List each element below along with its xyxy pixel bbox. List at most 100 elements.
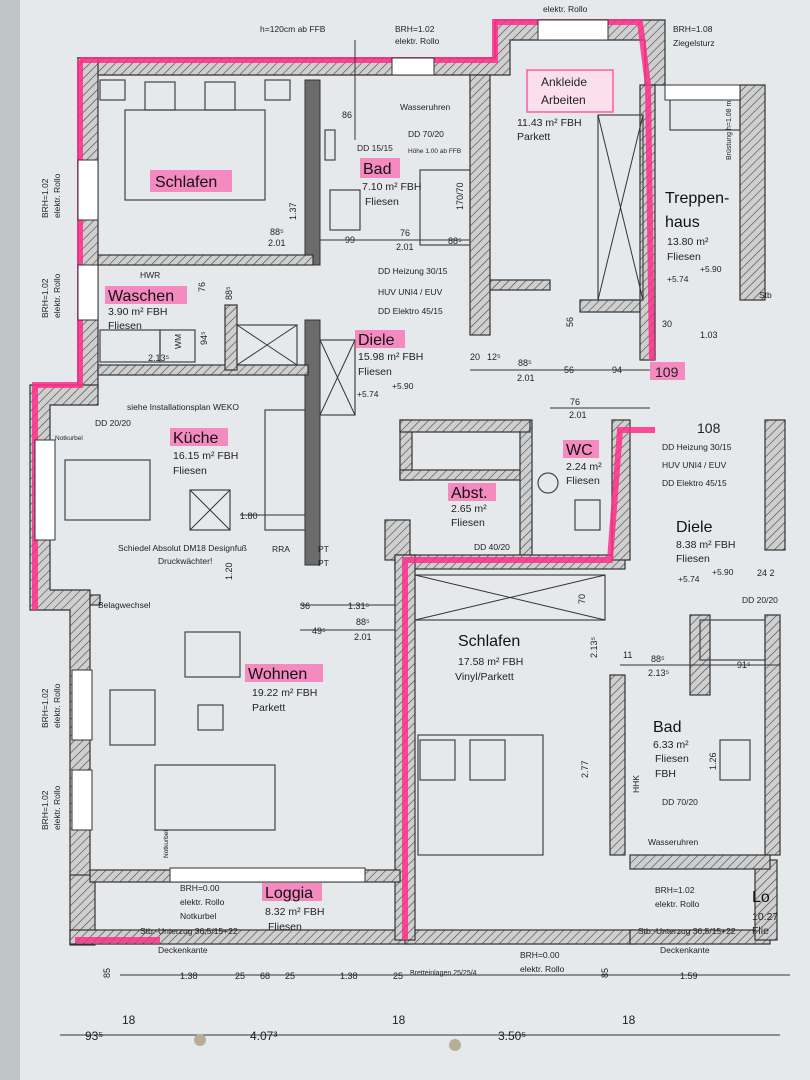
room-abst-area: 2.65 m² [451, 503, 487, 515]
room-loggia-name: Loggia [265, 885, 313, 902]
note-notkurbel-top: Notkurbel [55, 435, 83, 442]
room-schlafen-bottom-area: 17.58 m² FBH [458, 656, 523, 668]
dimension-labels: 86 88⁵ 2.01 99 76 2.01 88⁵ 170/70 1.37 7… [85, 110, 775, 1043]
dim-76-b: 76 [197, 282, 207, 292]
marker-108: 108 [697, 420, 721, 436]
dim-885-d: 88⁵ [518, 358, 532, 368]
note-dd7020-bottom: DD 70/20 [662, 797, 698, 807]
room-bad-bottom-floor: Fliesen [655, 753, 689, 765]
note-elektr-rollo-right: elektr. Rollo [655, 899, 700, 909]
note-notkurbel-loggia: Notkurbel [180, 911, 216, 921]
dim-11: 11 [623, 650, 632, 660]
dim-18-b: 18 [392, 1013, 406, 1027]
room-wc-area: 2.24 m² [566, 461, 602, 473]
note-druckwaechter: Druckwächter! [158, 556, 212, 566]
dim-76: 76 [400, 228, 410, 238]
note-wm: WM [173, 334, 183, 349]
dim-30: 30 [662, 319, 672, 329]
diele-right-level-2: +5.90 [712, 567, 734, 577]
room-wc-name: WC [566, 442, 593, 459]
dim-885-e: 88⁵ [356, 617, 370, 627]
note-dd4020: DD 40/20 [474, 542, 510, 552]
note-dd-elektro-right: DD Elektro 45/15 [662, 478, 727, 488]
dim-94: 94 [612, 365, 622, 375]
punch-hole-2 [449, 1039, 461, 1051]
dim-68: 68 [260, 971, 270, 981]
room-kueche-name: Küche [173, 430, 218, 447]
room-bad-bottom-name: Bad [653, 719, 681, 736]
room-kueche-floor: Fliesen [173, 465, 207, 477]
dim-138-a: 1.38 [180, 971, 198, 981]
note-brh-left-4: BRH=1.02 [40, 790, 50, 830]
note-dd-elektro: DD Elektro 45/15 [378, 306, 443, 316]
room-ankleide-floor: Parkett [517, 131, 550, 143]
room-wc-floor: Fliesen [566, 475, 600, 487]
room-diele-right-name: Diele [676, 519, 713, 536]
dim-137: 1.37 [288, 202, 298, 220]
note-brh000: BRH=0.00 [180, 883, 220, 893]
room-waschen-name: Waschen [108, 288, 174, 305]
note-hhk: HHK [631, 775, 641, 793]
bed-top [124, 109, 266, 201]
dim-201-a: 2.01 [268, 238, 286, 248]
dim-201-c: 2.01 [517, 373, 535, 383]
dim-2135-a: 2.13⁵ [148, 353, 170, 363]
dim-120: 1.20 [224, 562, 234, 580]
note-ziegelsturz: Ziegelsturz [673, 38, 715, 48]
room-schlafen-top-name: Schlafen [155, 174, 217, 191]
room-treppenhaus-name-2: haus [665, 214, 700, 231]
room-ankleide-name-1: Ankleide [541, 75, 587, 89]
room-treppenhaus-name-1: Treppen- [665, 190, 729, 207]
dim-103: 1.03 [700, 330, 718, 340]
room-loggia-floor: Fliesen [268, 921, 302, 933]
dim-4073: 4.07³ [250, 1029, 277, 1043]
treppenhaus-level-2: +5.90 [700, 264, 722, 274]
note-huv-right: HUV UNI4 / EUV [662, 460, 727, 470]
room-wohnen-name: Wohnen [248, 666, 307, 683]
room-schlafen-bottom-name: Schlafen [458, 633, 520, 650]
dim-495: 49⁵ [312, 626, 326, 636]
windows [34, 19, 741, 883]
dim-25-a: 25 [235, 971, 245, 981]
dim-277: 2.77 [580, 760, 590, 778]
note-dd1515: DD 15/15 [357, 143, 393, 153]
room-treppenhaus-area: 13.80 m² [667, 236, 709, 248]
room-schlafen-bottom-floor: Vinyl/Parkett [455, 671, 514, 683]
dim-3505: 3.50⁵ [498, 1029, 526, 1043]
note-pt-2: PT [318, 558, 329, 568]
note-stb: Stb [759, 290, 772, 300]
note-top-rollo: elektr. Rollo [543, 4, 588, 14]
note-wasseruhren-bottom: Wasseruhren [648, 837, 699, 847]
marker-109: 109 [655, 364, 679, 380]
note-dd2020: DD 20/20 [95, 418, 131, 428]
dim-885-b: 88⁵ [448, 236, 462, 246]
room-ankleide-name-2: Arbeiten [541, 93, 586, 107]
notes: elektr. Rollo BRH=1.02 elektr. Rollo h=1… [40, 4, 778, 977]
dim-885-c: 88⁵ [224, 286, 234, 300]
dimension-lines [60, 40, 790, 1036]
room-bad-top-area: 7.10 m² FBH [362, 181, 422, 193]
note-stb-unterzug-right: Stb.-Unterzug 36,5/15+22 [638, 926, 736, 936]
dim-24-2: 24 2 [757, 568, 775, 578]
note-elektr-rollo: elektr. Rollo [395, 36, 440, 46]
note-wasseruhren-top: Wasseruhren [400, 102, 451, 112]
note-deckenkante-right: Deckenkante [660, 945, 710, 955]
dim-125: 12⁵ [487, 352, 501, 362]
dim-25-c: 25 [393, 971, 403, 981]
room-diele-right-area: 8.38 m² FBH [676, 539, 736, 551]
dim-18-a: 18 [122, 1013, 136, 1027]
note-bruestung: Brüstung h=1.08 m [726, 100, 733, 160]
waschen-note: HWR [140, 270, 160, 280]
dim-138-b: 1.38 [340, 971, 358, 981]
dim-2135-b: 2.13⁵ [589, 636, 599, 658]
paper-edge [0, 0, 20, 1080]
dim-945: 94⁵ [199, 331, 209, 345]
room-labels: Schlafen Bad 7.10 m² FBH Fliesen Ankleid… [105, 69, 778, 937]
diele-top-level-2: +5.90 [392, 381, 414, 391]
note-dd2020-right: DD 20/20 [742, 595, 778, 605]
room-diele-right-floor: Fliesen [676, 553, 710, 565]
note-rollo-left-2: elektr. Rollo [52, 273, 62, 318]
note-brh108: BRH=1.08 [673, 24, 713, 34]
note-elektr-rollo-loggia: elektr. Rollo [180, 897, 225, 907]
